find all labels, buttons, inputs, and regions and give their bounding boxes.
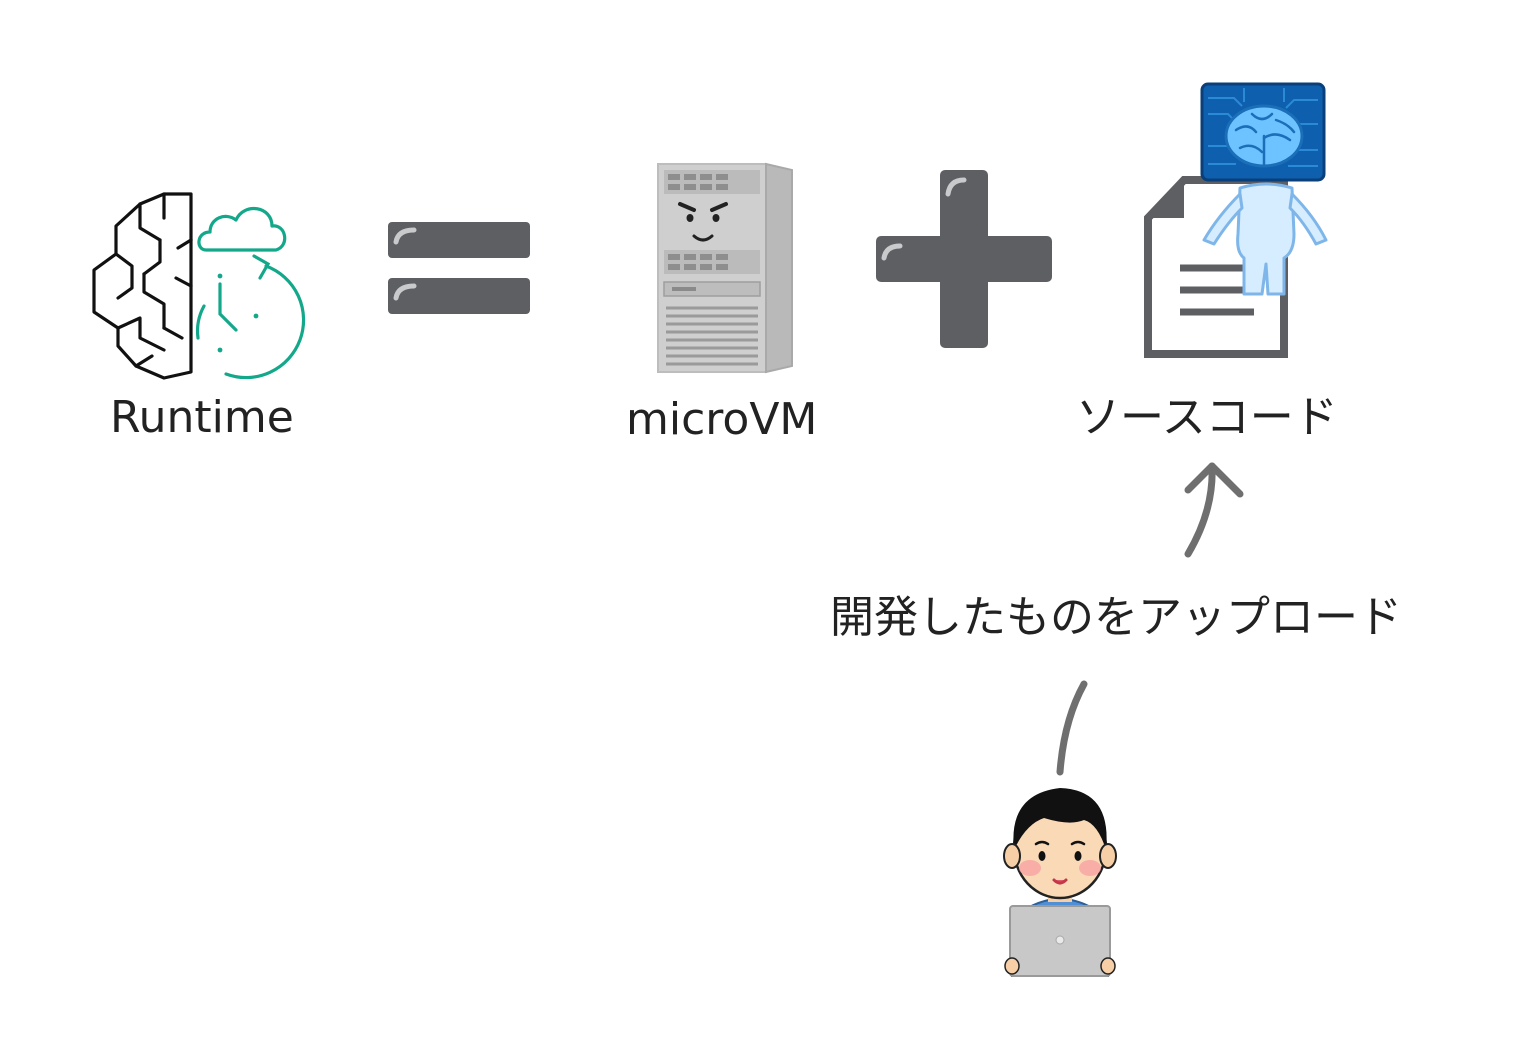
microvm-label: microVM <box>626 394 818 445</box>
server-tower-icon <box>657 162 793 374</box>
developer-laptop-icon <box>1003 788 1117 977</box>
document-ai-robot-icon <box>1144 82 1328 358</box>
runtime-label: Runtime <box>110 392 294 443</box>
developer-connector-line <box>1056 680 1088 776</box>
upload-caption: 開発したものをアップロード <box>830 592 1402 643</box>
plus-icon <box>876 170 1052 348</box>
runtime-brain-clock-icon <box>92 192 306 380</box>
source-code-label: ソースコード <box>1076 392 1338 443</box>
upload-arrow-icon <box>1184 462 1244 558</box>
equals-icon <box>388 222 530 314</box>
